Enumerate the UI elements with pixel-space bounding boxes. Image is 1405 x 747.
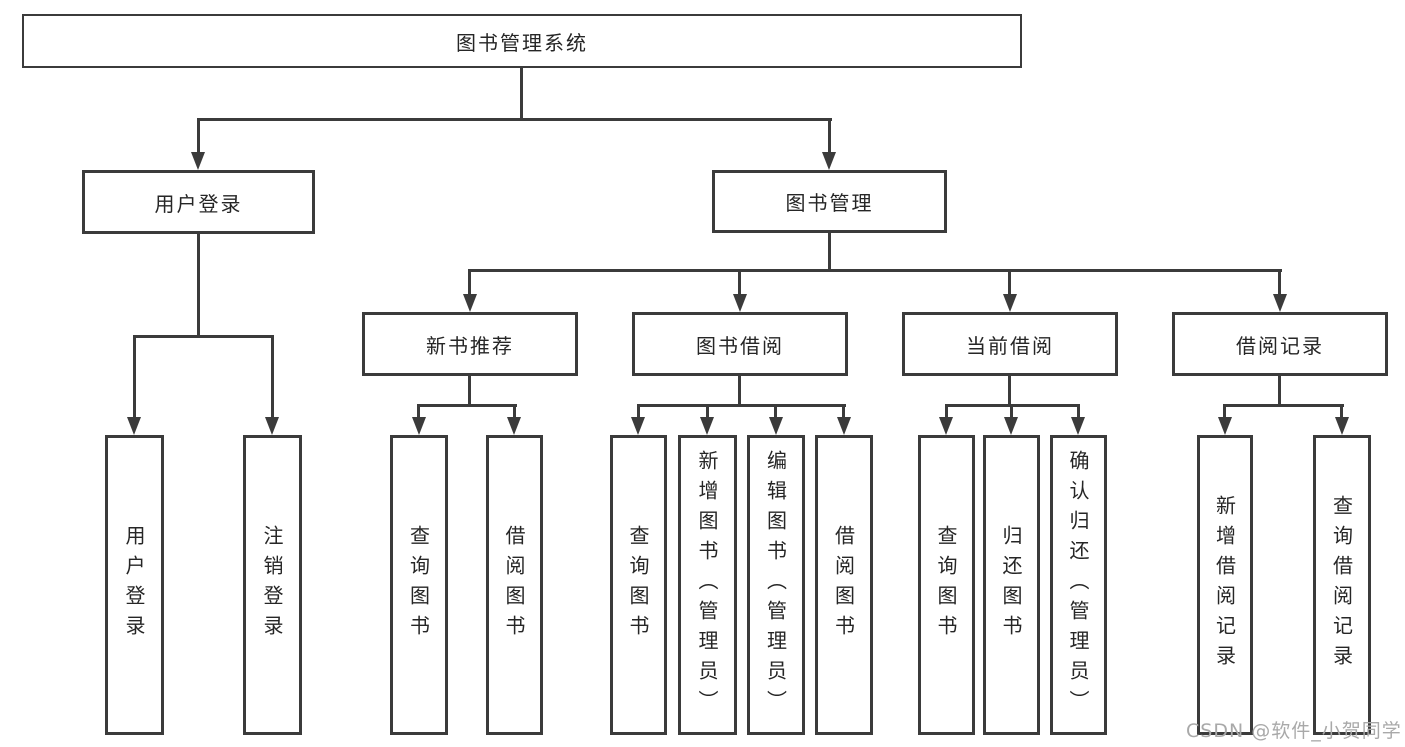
- leaf-confirm-return-admin: 确认归还（管理员）: [1050, 435, 1107, 735]
- arrowhead-leaf-logout: [265, 417, 279, 435]
- arrowhead-confirm-return: [1071, 417, 1085, 435]
- node-label: 查询图书: [626, 525, 650, 645]
- arrowhead-new-book-recommend: [463, 294, 477, 312]
- leaf-query-books-recommend: 查询图书: [390, 435, 448, 735]
- edge-to-query-books-current: [945, 404, 948, 419]
- node-root: 图书管理系统: [22, 14, 1022, 68]
- leaf-query-books-borrow: 查询图书: [610, 435, 667, 735]
- node-label: 查询借阅记录: [1329, 495, 1354, 675]
- node-label: 新增图书（管理员）: [695, 450, 719, 720]
- edge-user-login-bus: [133, 335, 274, 338]
- node-label: 借阅图书: [831, 525, 856, 645]
- edge-root-bus: [197, 118, 832, 121]
- leaf-add-books-admin: 新增图书（管理员）: [678, 435, 737, 735]
- edge-to-return-books: [1010, 404, 1013, 419]
- leaf-user-login: 用户登录: [105, 435, 164, 735]
- node-book-management: 图书管理: [712, 170, 947, 233]
- arrowhead-book-borrow: [733, 294, 747, 312]
- edge-to-borrow-records: [1278, 269, 1281, 296]
- arrowhead-borrow-records: [1273, 294, 1287, 312]
- edge-borrow-bus: [637, 404, 846, 407]
- arrowhead-query-borrow-record: [1335, 417, 1349, 435]
- edge-to-book-management: [828, 118, 831, 154]
- leaf-borrow-books-recommend: 借阅图书: [486, 435, 543, 735]
- edge-current-stem: [1008, 376, 1011, 407]
- edge-to-leaf-user-login: [133, 335, 136, 419]
- node-label: 归还图书: [999, 525, 1023, 645]
- csdn-watermark: CSDN @软件_小贺同学: [1186, 720, 1402, 742]
- arrowhead-add-books-admin: [700, 417, 714, 435]
- edge-recommend-stem: [468, 376, 471, 407]
- edge-to-query-books-recommend: [417, 404, 420, 419]
- node-label: 新增借阅记录: [1212, 495, 1237, 675]
- node-label: 借阅图书: [502, 525, 526, 645]
- edge-to-book-borrow: [738, 269, 741, 296]
- leaf-logout: 注销登录: [243, 435, 302, 735]
- edge-to-add-borrow-record: [1223, 404, 1226, 419]
- edge-to-borrow-books-recommend: [513, 404, 516, 419]
- node-label: 编辑图书（管理员）: [763, 450, 788, 720]
- edge-records-stem: [1278, 376, 1281, 407]
- edge-to-current-borrow: [1008, 269, 1011, 296]
- leaf-query-borrow-record: 查询借阅记录: [1313, 435, 1371, 735]
- arrowhead-edit-books-admin: [769, 417, 783, 435]
- arrowhead-book-management: [822, 152, 836, 170]
- edge-to-confirm-return: [1077, 404, 1080, 419]
- edge-borrow-stem: [738, 376, 741, 407]
- arrowhead-query-books-recommend: [412, 417, 426, 435]
- arrowhead-leaf-user-login: [127, 417, 141, 435]
- edge-to-add-books-admin: [706, 404, 709, 419]
- leaf-edit-books-admin: 编辑图书（管理员）: [747, 435, 805, 735]
- node-user-login: 用户登录: [82, 170, 315, 234]
- edge-recommend-bus: [417, 404, 517, 407]
- edge-root-stem: [520, 68, 523, 119]
- edge-to-borrow-books: [842, 404, 845, 419]
- arrowhead-borrow-books-recommend: [507, 417, 521, 435]
- edge-to-new-book-recommend: [468, 269, 471, 296]
- arrowhead-current-borrow: [1003, 294, 1017, 312]
- arrowhead-borrow-books: [837, 417, 851, 435]
- leaf-add-borrow-record: 新增借阅记录: [1197, 435, 1253, 735]
- edge-to-edit-books-admin: [774, 404, 777, 419]
- node-label: 注销登录: [260, 525, 284, 645]
- edge-to-user-login: [197, 118, 200, 154]
- node-label: 确认归还（管理员）: [1066, 450, 1090, 720]
- arrowhead-query-books-current: [939, 417, 953, 435]
- edge-to-leaf-logout: [271, 335, 274, 419]
- arrowhead-user-login: [191, 152, 205, 170]
- edge-user-login-stem: [197, 234, 200, 337]
- edge-records-bus: [1223, 404, 1344, 407]
- leaf-return-books: 归还图书: [983, 435, 1040, 735]
- edge-to-query-books-borrow: [637, 404, 640, 419]
- leaf-borrow-books: 借阅图书: [815, 435, 873, 735]
- node-label: 查询图书: [934, 525, 958, 645]
- arrowhead-add-borrow-record: [1218, 417, 1232, 435]
- arrowhead-return-books: [1004, 417, 1018, 435]
- node-label: 查询图书: [406, 525, 431, 645]
- node-book-borrow: 图书借阅: [632, 312, 848, 376]
- node-borrow-records: 借阅记录: [1172, 312, 1388, 376]
- edge-book-management-stem: [828, 233, 831, 271]
- edge-to-query-borrow-record: [1340, 404, 1343, 419]
- node-new-book-recommend: 新书推荐: [362, 312, 578, 376]
- edge-book-management-bus: [468, 269, 1282, 272]
- leaf-query-books-current: 查询图书: [918, 435, 975, 735]
- arrowhead-query-books-borrow: [631, 417, 645, 435]
- node-current-borrow: 当前借阅: [902, 312, 1118, 376]
- node-label: 用户登录: [122, 525, 146, 645]
